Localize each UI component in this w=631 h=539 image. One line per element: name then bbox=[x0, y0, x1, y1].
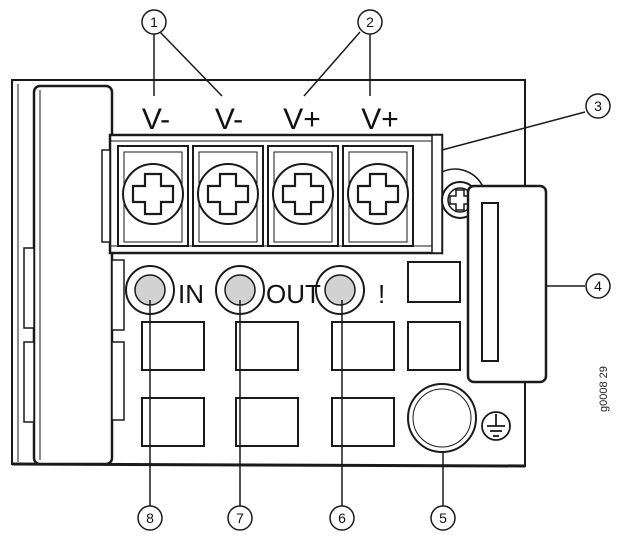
callout-leaders bbox=[149, 31, 586, 506]
terminal-labels: V- V- V+ V+ bbox=[142, 103, 399, 136]
led-in bbox=[125, 265, 175, 315]
terminal-label-1: V- bbox=[142, 103, 170, 136]
led-fault bbox=[315, 265, 365, 315]
ground-symbol-icon bbox=[481, 411, 511, 441]
terminal-screws bbox=[117, 145, 414, 247]
led-label-out: OUT bbox=[266, 279, 321, 309]
led-label-fault: ! bbox=[378, 279, 385, 309]
left-handle bbox=[23, 84, 125, 466]
terminal-1 bbox=[117, 145, 189, 247]
callout-1: 1 bbox=[141, 9, 167, 35]
callouts: 1 2 3 4 5 6 7 8 bbox=[137, 9, 611, 531]
round-plug bbox=[407, 383, 477, 453]
callout-4: 4 bbox=[585, 273, 611, 299]
svg-text:2: 2 bbox=[366, 14, 374, 30]
led-labels: IN OUT ! bbox=[178, 279, 385, 309]
terminal-label-2: V- bbox=[215, 103, 243, 136]
terminal-2 bbox=[192, 145, 264, 247]
terminal-label-3: V+ bbox=[283, 103, 321, 136]
terminal-label-4: V+ bbox=[361, 103, 399, 136]
svg-text:6: 6 bbox=[338, 510, 346, 526]
svg-text:7: 7 bbox=[236, 510, 244, 526]
terminal-3 bbox=[267, 145, 339, 247]
callout-2: 2 bbox=[357, 9, 383, 35]
led-out bbox=[215, 265, 265, 315]
callout-6: 6 bbox=[329, 505, 355, 531]
svg-text:3: 3 bbox=[594, 98, 602, 114]
svg-text:1: 1 bbox=[150, 14, 158, 30]
callout-8: 8 bbox=[137, 505, 163, 531]
svg-text:8: 8 bbox=[146, 510, 154, 526]
terminal-4 bbox=[342, 145, 414, 247]
callout-3: 3 bbox=[585, 93, 611, 119]
right-latch bbox=[466, 184, 548, 384]
callout-7: 7 bbox=[227, 505, 253, 531]
svg-text:4: 4 bbox=[594, 278, 602, 294]
led-label-in: IN bbox=[178, 279, 204, 309]
status-leds bbox=[125, 265, 365, 315]
callout-5: 5 bbox=[430, 505, 456, 531]
figure-id: g0008 29 bbox=[598, 366, 610, 412]
svg-text:5: 5 bbox=[439, 510, 447, 526]
